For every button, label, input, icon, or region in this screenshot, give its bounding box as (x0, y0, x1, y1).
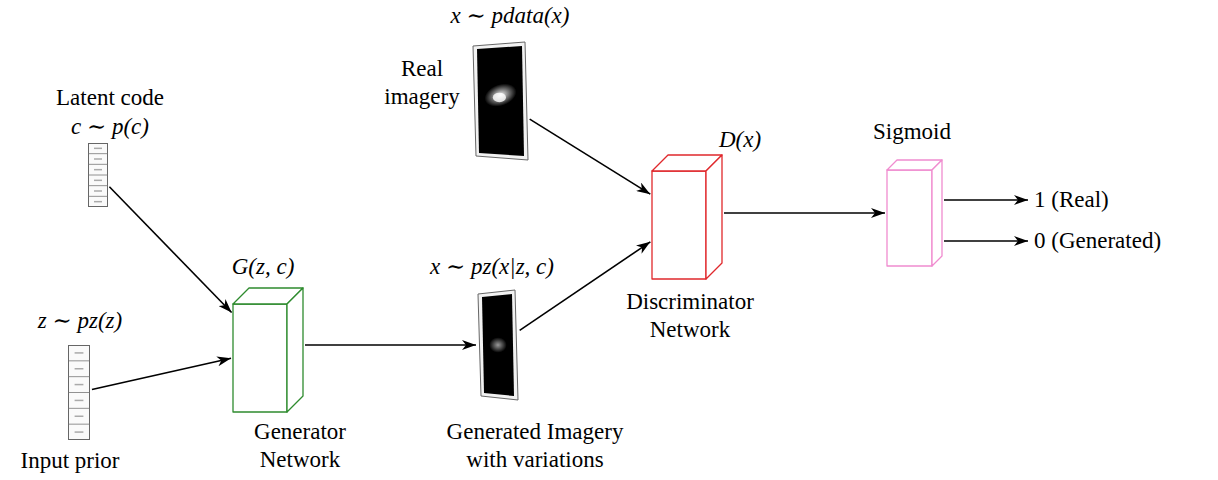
block-face (932, 160, 942, 266)
vector-outline (89, 144, 108, 207)
network-block (887, 160, 942, 266)
vector-cell-value (94, 190, 102, 192)
vector-cell-value (94, 158, 102, 160)
block-face (652, 171, 706, 279)
image-frame (473, 42, 528, 160)
node-heading: x ∼ pdata(x) (390, 2, 630, 30)
diagram-node: x ∼ pdata(x)Real imagery (473, 42, 528, 160)
vector-cell-line (89, 196, 108, 197)
image-frame (478, 290, 518, 400)
vector-cell-value (75, 384, 84, 386)
flow-arrow (305, 344, 476, 346)
vector-cell-value (75, 368, 84, 370)
node-heading: G(z, c) (183, 253, 343, 281)
image-blob-core (493, 93, 506, 102)
output-label-box: 0 (Generated) (1030, 225, 1166, 257)
flow-arrow (530, 119, 651, 194)
image-content (477, 46, 524, 156)
block-face (887, 170, 932, 266)
image-content (482, 294, 514, 396)
diagram-node: x ∼ pz(x|z, c)Generated Imagery with var… (478, 290, 518, 400)
diagram-node: G(z, c)Generator Network (233, 288, 303, 412)
vector-cell-value (75, 400, 84, 402)
vector-cell-line (89, 185, 108, 186)
network-block (233, 288, 303, 412)
vector-cell-value (94, 180, 102, 182)
vector-cell-line (69, 424, 90, 425)
node-heading: Sigmoid (842, 118, 982, 146)
vector-cell-value (94, 201, 102, 203)
node-heading: x ∼ pz(x|z, c) (372, 253, 612, 281)
vector-symbol (68, 345, 90, 440)
flow-arrow (724, 212, 885, 214)
node-heading: Latent code (0, 84, 220, 112)
flow-arrow (92, 358, 231, 389)
vector-cell-line (89, 175, 108, 176)
node-caption: Input prior (0, 447, 150, 475)
vector-symbol (88, 143, 108, 207)
flow-arrow (109, 187, 231, 313)
diagram-node: Latent codec ∼ p(c) (88, 143, 108, 207)
vector-cell-line (69, 408, 90, 409)
output-label: 1 (Real) (1034, 186, 1109, 214)
output-label-box: 1 (Real) (1030, 184, 1113, 216)
vector-cell-value (75, 416, 84, 418)
image-blob (489, 337, 507, 352)
vector-cell-line (89, 164, 108, 165)
vector-cell-value (75, 352, 84, 354)
vector-cell-value (94, 169, 102, 171)
vector-outline (69, 346, 90, 440)
image-border (473, 42, 528, 160)
image-border (478, 290, 518, 400)
vector-cell-value (75, 431, 84, 433)
diagram-node: Sigmoid (887, 160, 942, 266)
block-face (287, 288, 303, 412)
diagram-node: z ∼ pz(z)Input prior (68, 345, 90, 440)
node-caption: Discriminator Network (608, 288, 773, 344)
block-face (233, 304, 287, 412)
image-blob (481, 79, 519, 110)
node-caption: Generated Imagery with variations (433, 418, 638, 474)
diagram-node: D(x)Discriminator Network (652, 155, 722, 279)
vector-cell-line (69, 392, 90, 393)
vector-cell-line (89, 153, 108, 154)
node-heading: z ∼ pz(z) (0, 307, 180, 335)
network-block (652, 155, 722, 279)
flow-arrow (944, 240, 1028, 242)
node-heading: D(x) (695, 126, 785, 154)
node-caption: Real imagery (375, 55, 470, 111)
block-face (706, 155, 722, 279)
flow-arrow (944, 199, 1028, 201)
node-caption: c ∼ p(c) (0, 113, 220, 141)
node-caption: Generator Network (225, 418, 375, 474)
vector-cell-line (69, 376, 90, 377)
vector-cell-line (69, 360, 90, 361)
output-label: 0 (Generated) (1034, 227, 1162, 255)
vector-cell-value (94, 148, 102, 150)
